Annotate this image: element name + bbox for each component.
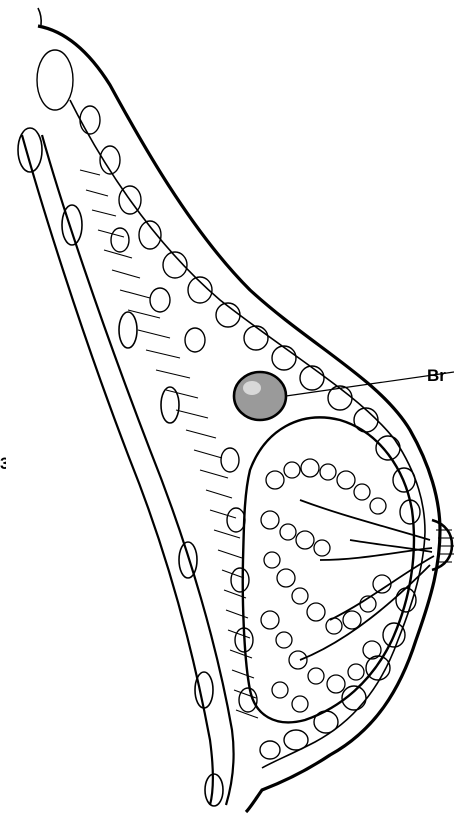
pectoral-muscle-hatching xyxy=(80,170,258,718)
top-stroke xyxy=(38,8,41,25)
callout-label: Br xyxy=(427,367,446,384)
cyst-highlight xyxy=(243,381,261,395)
gland-boundary xyxy=(243,417,414,722)
cyst-mass xyxy=(234,372,286,420)
rib-segments xyxy=(18,128,223,806)
fat-lobules xyxy=(37,50,420,759)
skin-outline xyxy=(38,26,440,812)
left-edge-mark: 3 xyxy=(0,455,6,472)
